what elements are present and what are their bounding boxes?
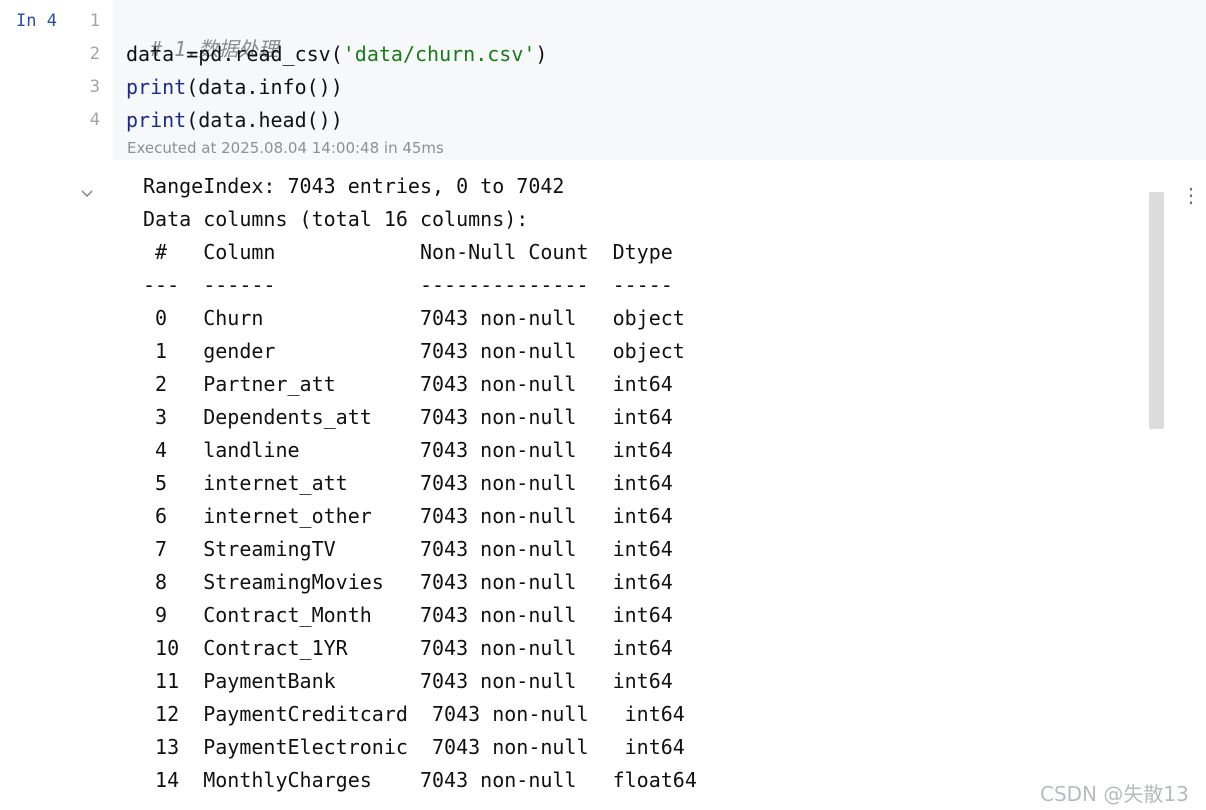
output-line: 12 PaymentCreditcard 7043 non-null int64 xyxy=(143,702,709,726)
output-line: # Column Non-Null Count Dtype xyxy=(143,240,697,264)
code-line[interactable]: print(data.info()) xyxy=(126,75,343,99)
output-line: 5 internet_att 7043 non-null int64 xyxy=(143,471,697,495)
execution-info: Executed at 2025.08.04 14:00:48 in 45ms xyxy=(127,139,444,157)
output-line: 10 Contract_1YR 7043 non-null int64 xyxy=(143,636,697,660)
code-cell-input[interactable] xyxy=(113,0,1206,160)
code-builtin: print xyxy=(126,75,187,99)
code-builtin: print xyxy=(126,108,187,132)
output-line: 0 Churn 7043 non-null object xyxy=(143,306,697,330)
line-number: 2 xyxy=(89,44,100,64)
code-string: 'data/churn.csv' xyxy=(342,42,536,66)
watermark: CSDN @失散13 xyxy=(1040,782,1189,806)
output-line: 14 MonthlyCharges 7043 non-null float64 xyxy=(143,768,697,792)
output-line: 4 landline 7043 non-null int64 xyxy=(143,438,697,462)
output-scrollbar[interactable] xyxy=(1149,192,1164,429)
code-comment: # 1.数据处理 xyxy=(150,37,279,61)
code-line[interactable]: data =pd.read_csv('data/churn.csv') xyxy=(126,42,547,66)
execution-count-label: In 4 xyxy=(16,11,57,31)
code-token: (data.info()) xyxy=(186,75,343,99)
output-line: 8 StreamingMovies 7043 non-null int64 xyxy=(143,570,697,594)
output-line: --- ------ -------------- ----- xyxy=(143,273,697,297)
code-token: data =pd.read_csv( xyxy=(126,42,343,66)
code-line[interactable]: print(data.head()) xyxy=(126,108,343,132)
code-token: (data.head()) xyxy=(186,108,343,132)
output-line: 9 Contract_Month 7043 non-null int64 xyxy=(143,603,697,627)
output-line: Data columns (total 16 columns): xyxy=(143,207,529,231)
chevron-down-icon[interactable] xyxy=(80,188,94,202)
output-line: 13 PaymentElectronic 7043 non-null int64 xyxy=(143,735,709,759)
output-line: 11 PaymentBank 7043 non-null int64 xyxy=(143,669,697,693)
code-line[interactable]: # 1.数据处理 xyxy=(126,9,278,62)
output-line: 6 internet_other 7043 non-null int64 xyxy=(143,504,697,528)
line-number: 3 xyxy=(89,77,100,97)
code-token: ) xyxy=(535,42,548,66)
output-line: 2 Partner_att 7043 non-null int64 xyxy=(143,372,697,396)
line-number: 1 xyxy=(89,11,100,31)
output-line: RangeIndex: 7043 entries, 0 to 7042 xyxy=(143,174,565,198)
vertical-ellipsis-icon[interactable]: ⋮ xyxy=(1181,183,1201,207)
output-line: 3 Dependents_att 7043 non-null int64 xyxy=(143,405,697,429)
output-line: 7 StreamingTV 7043 non-null int64 xyxy=(143,537,697,561)
line-number: 4 xyxy=(89,110,100,130)
output-line: 1 gender 7043 non-null object xyxy=(143,339,697,363)
